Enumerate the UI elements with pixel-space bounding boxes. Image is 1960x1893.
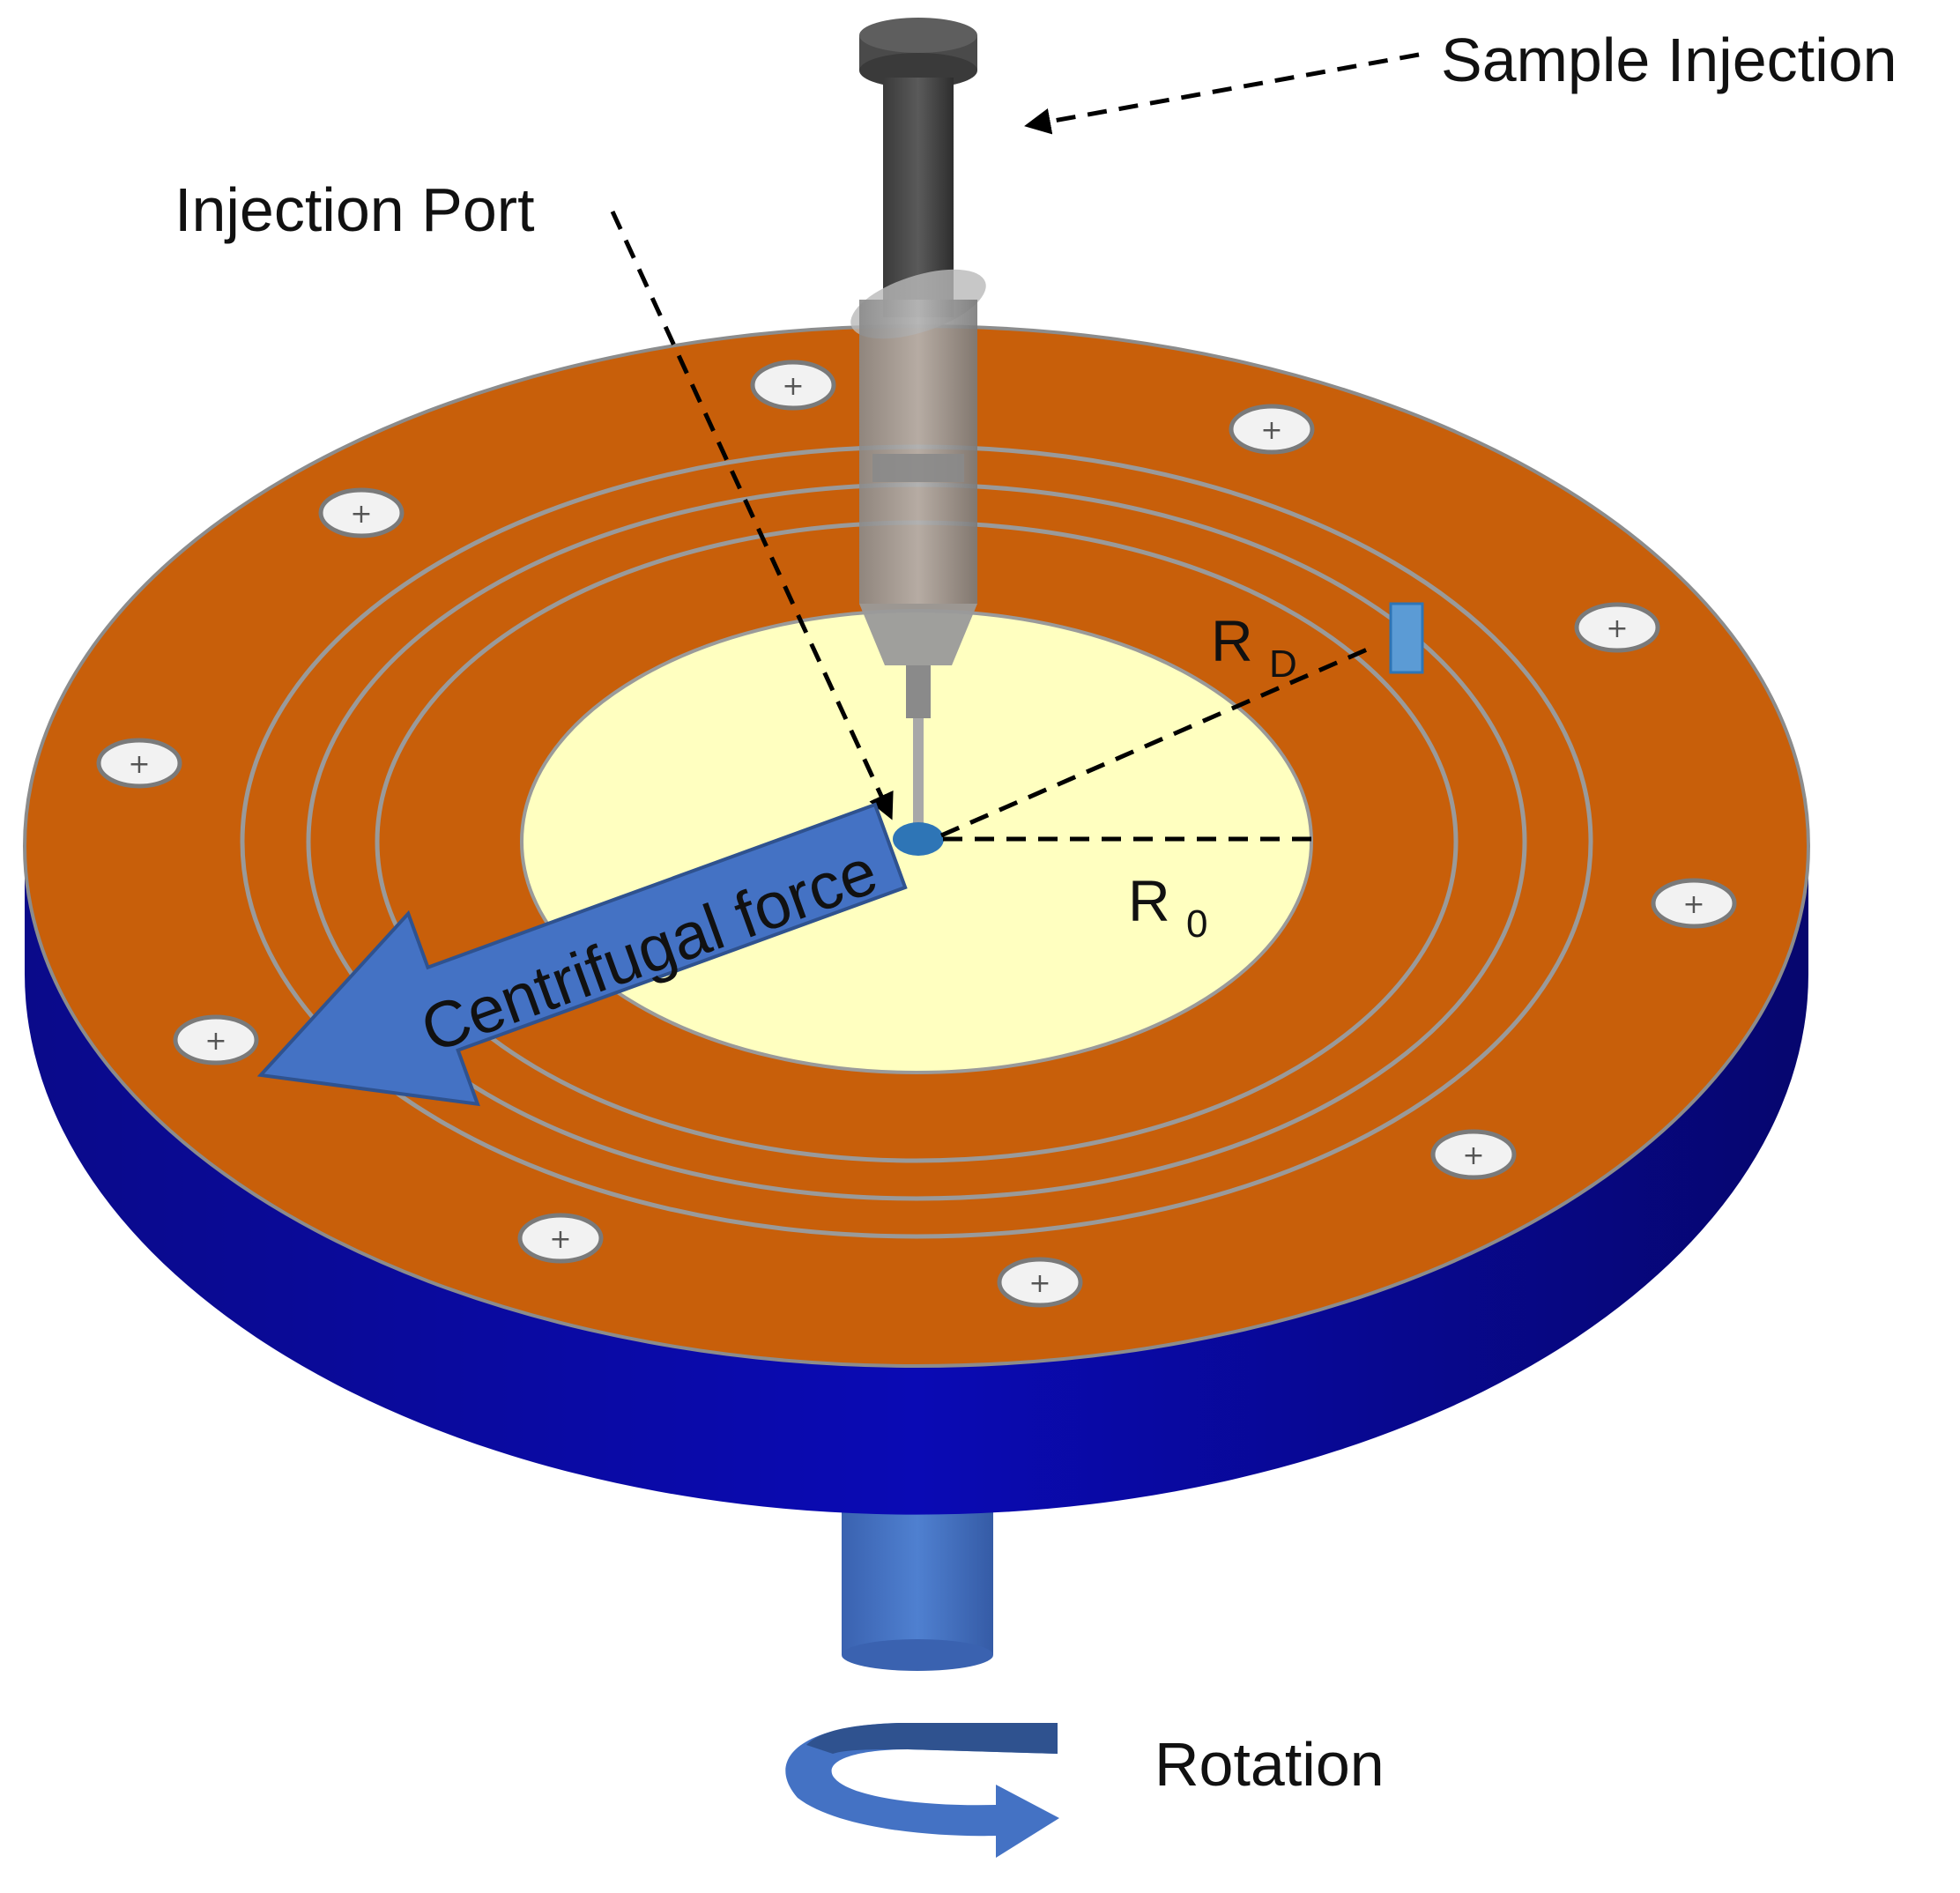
radius-origin-main: R — [1128, 868, 1170, 933]
centrifugal-force-arrow — [256, 802, 908, 1107]
screw-icon: + — [1574, 602, 1660, 653]
injection-port-leader — [610, 210, 894, 820]
sample-injection-leader — [1024, 52, 1420, 135]
syringe — [850, 18, 986, 824]
svg-text:+: + — [128, 749, 150, 780]
radius-detector-main: R — [1211, 608, 1253, 673]
radius-origin-sub: 0 — [1186, 902, 1207, 946]
rotor-shaft — [842, 1498, 993, 1671]
screw-icon: + — [997, 1257, 1083, 1308]
svg-text:+: + — [1260, 415, 1282, 446]
radius-detector-label: R D — [1211, 608, 1297, 686]
rotation-label: Rotation — [1154, 1730, 1385, 1799]
rotation-arrow-icon — [785, 1723, 1059, 1858]
injection-port-label: Injection Port — [174, 175, 535, 244]
screw-icon: + — [96, 738, 182, 789]
svg-text:+: + — [1682, 889, 1704, 920]
screw-icon: + — [318, 487, 405, 538]
svg-text:+: + — [549, 1224, 571, 1255]
svg-text:+: + — [1028, 1268, 1051, 1299]
screw-icon: + — [1229, 404, 1315, 455]
screw-icon: + — [517, 1213, 604, 1264]
svg-text:+: + — [204, 1026, 226, 1057]
svg-text:+: + — [1606, 613, 1628, 644]
screw-icon: + — [1651, 878, 1737, 929]
svg-text:+: + — [350, 499, 372, 530]
svg-text:+: + — [782, 371, 804, 402]
sample-injection-label: Sample Injection — [1441, 26, 1897, 94]
screw-icon: + — [173, 1014, 259, 1065]
radius-detector-line — [939, 644, 1375, 838]
detector — [1389, 602, 1424, 674]
screw-icon: + — [1430, 1129, 1517, 1180]
svg-text:+: + — [1462, 1140, 1484, 1171]
radius-detector-sub: D — [1269, 642, 1297, 686]
screws: + + + + + + + + + + — [96, 360, 1737, 1308]
screw-icon: + — [750, 360, 836, 411]
injection-port-marker — [893, 822, 944, 856]
radius-origin-label: R 0 — [1128, 868, 1208, 946]
